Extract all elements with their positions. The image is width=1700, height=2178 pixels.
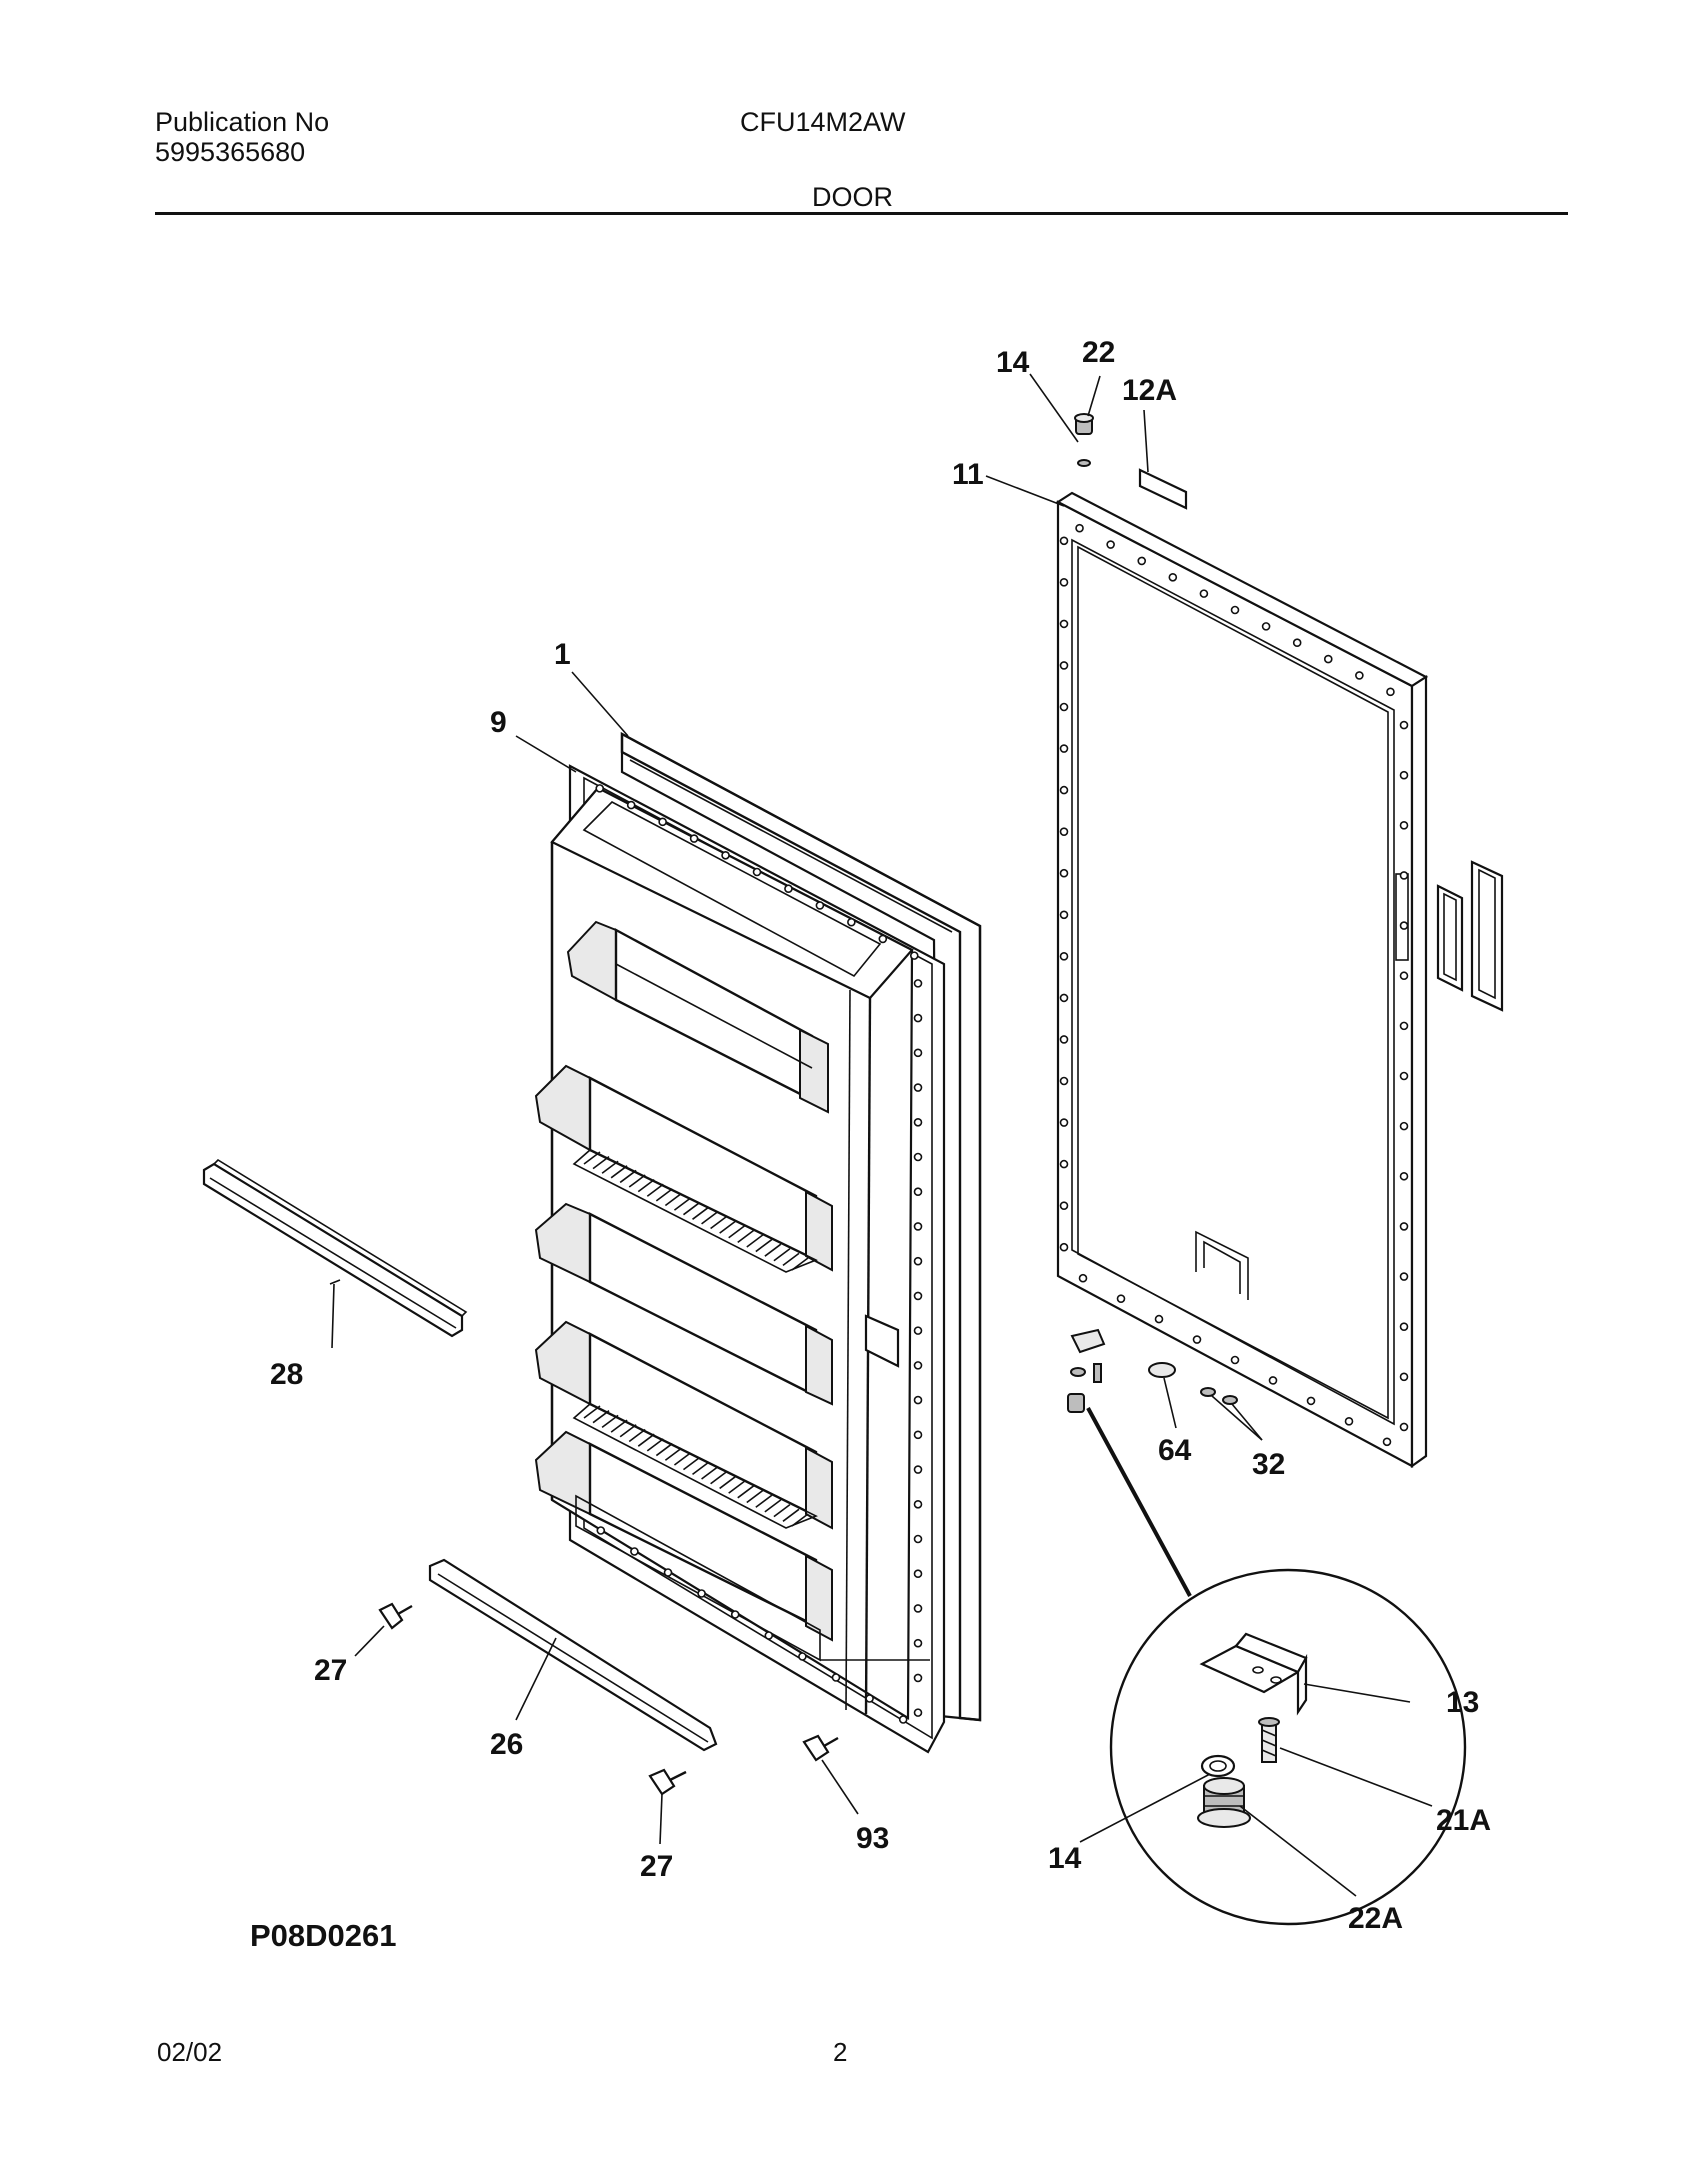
callout-11: 11 <box>952 458 984 491</box>
figure-code: P08D0261 <box>250 1918 397 1953</box>
callout-64: 64 <box>1158 1434 1192 1467</box>
callout-14-detail: 14 <box>1048 1842 1082 1875</box>
callout-13: 13 <box>1446 1686 1479 1719</box>
callout-1: 1 <box>554 638 571 671</box>
publication-label: Publication No <box>155 107 330 137</box>
header-rule <box>155 212 1568 215</box>
callout-21a: 21A <box>1436 1804 1491 1837</box>
screws <box>378 1602 839 1796</box>
callout-27-bottom: 27 <box>640 1850 673 1883</box>
outer-door-panel <box>1055 491 1429 1469</box>
door-gasket-and-liner <box>550 731 982 1754</box>
section-title: DOOR <box>812 182 893 212</box>
door-shelves <box>534 920 930 1662</box>
callout-14-top: 14 <box>996 346 1030 379</box>
model-number: CFU14M2AW <box>740 107 906 137</box>
callout-93: 93 <box>856 1822 889 1855</box>
hinge-detail-circle <box>1086 1407 1467 1926</box>
callout-28: 28 <box>270 1358 303 1391</box>
footer-date: 02/02 <box>157 2037 223 2067</box>
publication-number: 5995365680 <box>155 137 306 167</box>
bottom-door-bar <box>428 1558 718 1752</box>
callout-12a: 12A <box>1122 374 1177 407</box>
liner-screw-holes <box>595 784 923 1724</box>
callout-labels: 1 9 11 14 22 12A 28 64 32 27 26 27 93 13… <box>250 336 1491 1953</box>
leader-lines <box>329 373 1433 1897</box>
page-number: 2 <box>833 2037 848 2067</box>
callout-26: 26 <box>490 1728 523 1761</box>
callout-22a: 22A <box>1348 1902 1403 1935</box>
door-handle <box>1436 860 1504 1012</box>
bottom-hinge-parts <box>1067 1328 1238 1413</box>
shelf-retainer-bar <box>202 1158 468 1338</box>
callout-9: 9 <box>490 706 507 739</box>
callout-27-left: 27 <box>314 1654 347 1687</box>
callout-32: 32 <box>1252 1448 1285 1481</box>
callout-22: 22 <box>1082 336 1115 369</box>
top-hinge-parts <box>1074 413 1188 510</box>
